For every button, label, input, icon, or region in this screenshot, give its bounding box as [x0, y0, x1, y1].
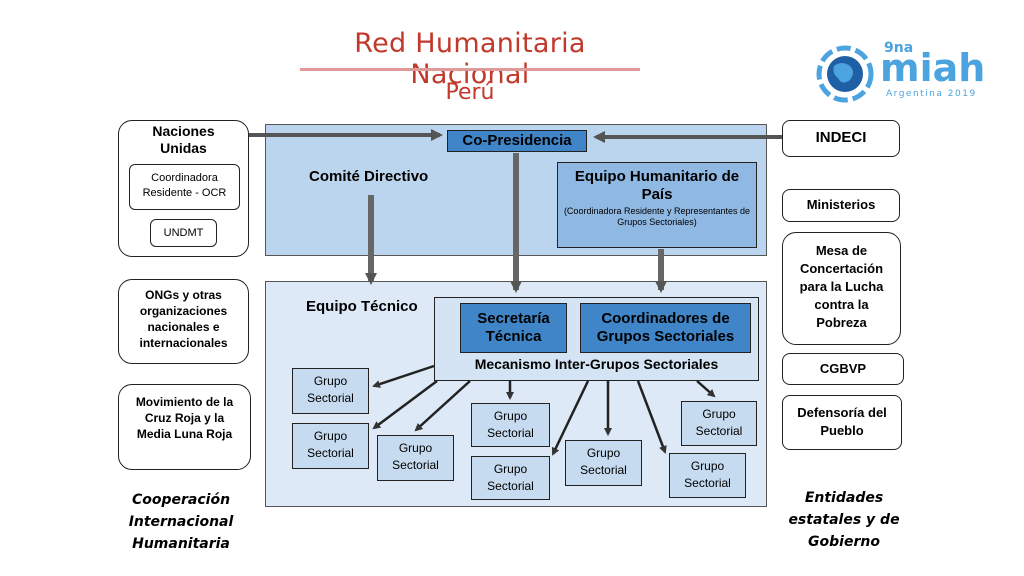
- equipo-tecnico-label: Equipo Técnico: [306, 298, 418, 315]
- secretaria-tecnica-box: Secretaría Técnica: [460, 303, 567, 353]
- grupo-sectorial: Grupo Sectorial: [471, 456, 550, 500]
- mecanismo-label: Mecanismo Inter-Grupos Sectoriales: [474, 356, 719, 372]
- grupo-sectorial: Grupo Sectorial: [471, 403, 550, 447]
- coordinadora-label: Coordinadora Residente - OCR: [142, 172, 227, 199]
- logo-subtitle: Argentina 2019: [886, 89, 977, 99]
- globe-logo-icon: [816, 45, 874, 103]
- ehp-title: Equipo Humanitario de País: [574, 168, 740, 203]
- page-subtitle: Perú: [445, 80, 495, 105]
- grupo-sectorial: Grupo Sectorial: [377, 435, 454, 481]
- mesa-concertacion-box: Mesa de Concertación para la Lucha contr…: [782, 232, 901, 345]
- grupo-sectorial: Grupo Sectorial: [565, 440, 642, 486]
- coordinadora-box: Coordinadora Residente - OCR: [129, 164, 240, 210]
- grupo-sectorial: Grupo Sectorial: [292, 368, 369, 414]
- coordinadores-box: Coordinadores de Grupos Sectoriales: [580, 303, 751, 353]
- cooperacion-footer: Cooperación Internacional Humanitaria: [128, 492, 234, 552]
- ministerios-box: Ministerios: [782, 189, 900, 222]
- entidades-footer: Entidades estatales y de Gobierno: [788, 490, 900, 550]
- comite-directivo-label: Comité Directivo: [309, 168, 429, 185]
- logo-edition: 9na: [884, 40, 914, 56]
- equipo-humanitario-box: Equipo Humanitario de País (Coordinadora…: [557, 162, 757, 248]
- cruz-roja-box: Movimiento de la Cruz Roja y la Media Lu…: [118, 384, 251, 470]
- ehp-subtitle: (Coordinadora Residente y Representantes…: [563, 206, 751, 227]
- grupo-sectorial: Grupo Sectorial: [669, 453, 746, 498]
- logo-name: miah: [880, 46, 986, 90]
- undmt-box: UNDMT: [150, 219, 217, 247]
- co-presidencia-box: Co-Presidencia: [447, 130, 587, 152]
- naciones-unidas-label: Naciones Unidas: [152, 123, 215, 156]
- ongs-box: ONGs y otras organizaciones nacionales e…: [118, 279, 249, 364]
- indeci-box: INDECI: [782, 120, 900, 157]
- defensoria-box: Defensoría del Pueblo: [782, 395, 902, 450]
- page-title: Red Humanitaria Nacional: [354, 28, 586, 90]
- cgbvp-box: CGBVP: [782, 353, 904, 385]
- grupo-sectorial: Grupo Sectorial: [292, 423, 369, 469]
- title-underline: [300, 68, 640, 71]
- grupo-sectorial: Grupo Sectorial: [681, 401, 757, 446]
